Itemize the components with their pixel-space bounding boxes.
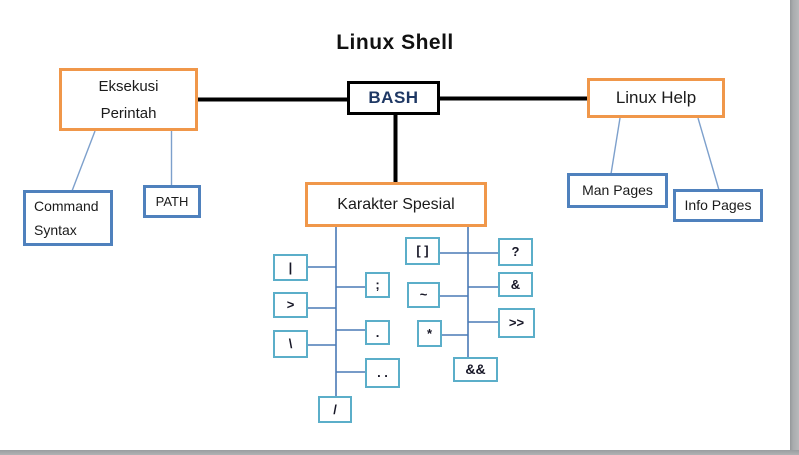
node-karakter-spesial: Karakter Spesial xyxy=(305,182,487,227)
node-char-ampersand: & xyxy=(498,272,533,297)
node-char-backslash: \ xyxy=(273,330,308,358)
page-edge-bottom xyxy=(0,450,799,455)
node-char-brackets: [ ] xyxy=(405,237,440,265)
node-bash: BASH xyxy=(347,81,440,115)
edge-eksekusi-commandsyntax xyxy=(71,130,96,192)
node-char-asterisk: * xyxy=(417,320,442,347)
node-char-semicolon: ; xyxy=(365,272,390,298)
node-linux-help: Linux Help xyxy=(587,78,725,118)
node-char-tilde: ~ xyxy=(407,282,440,308)
node-char-slash: / xyxy=(318,396,352,423)
diagram-title: Linux Shell xyxy=(336,31,454,54)
page-edge-right xyxy=(790,0,799,455)
node-char-and-and: && xyxy=(453,357,498,382)
node-bash-label: BASH xyxy=(368,87,419,107)
node-char-greater-than: > xyxy=(273,292,308,318)
node-command-syntax: Command Syntax xyxy=(23,190,113,246)
node-man-pages: Man Pages xyxy=(567,173,668,208)
node-char-append: >> xyxy=(498,308,535,338)
node-path: PATH xyxy=(143,185,201,218)
edge-linuxhelp-infopages xyxy=(697,117,720,191)
node-info-pages: Info Pages xyxy=(673,189,763,222)
edge-linuxhelp-manpages xyxy=(610,117,621,175)
node-char-dotdot: . . xyxy=(365,358,400,388)
node-char-dot: . xyxy=(365,320,390,345)
node-char-question: ? xyxy=(498,238,533,266)
node-eksekusi-perintah: Eksekusi Perintah xyxy=(59,68,198,131)
node-char-pipe: | xyxy=(273,254,308,281)
